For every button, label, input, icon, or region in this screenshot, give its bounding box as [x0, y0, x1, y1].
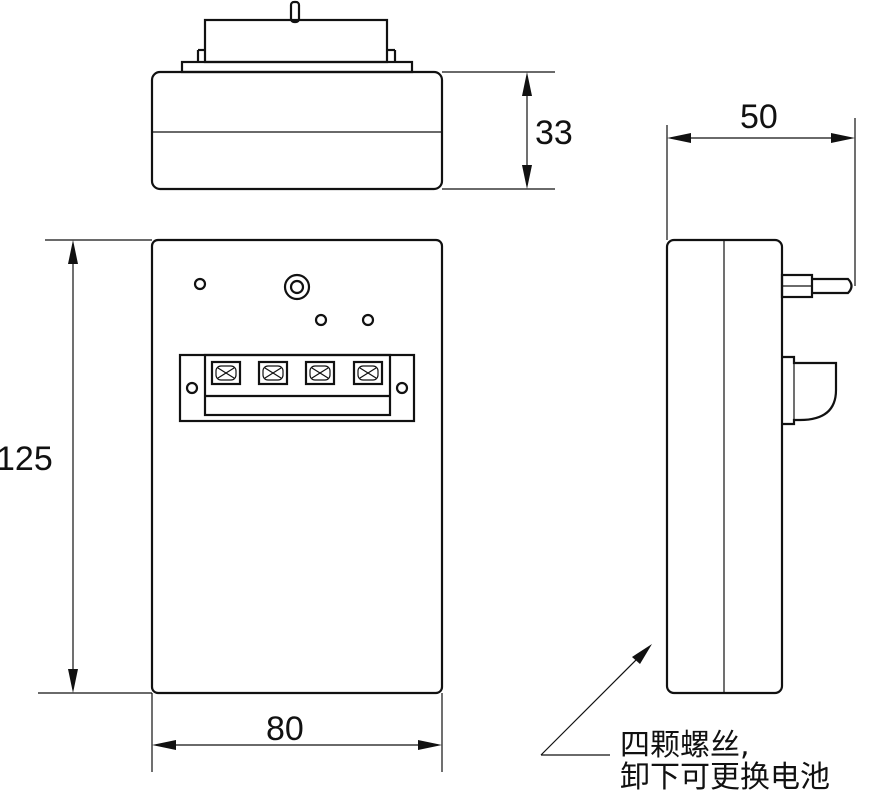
- screw-terminal-2: [257, 360, 289, 386]
- dim-top-height: 33: [442, 71, 573, 190]
- top-pin: [289, 0, 301, 24]
- top-knob: [203, 18, 389, 64]
- front-led-hole-3: [361, 313, 375, 327]
- front-knob-inner: [289, 279, 305, 295]
- note-leader: [540, 644, 652, 756]
- screw-terminal-4: [352, 360, 384, 386]
- note-line-1: 四颗螺丝,: [620, 728, 750, 763]
- dim-front-height-label: 125: [0, 440, 53, 478]
- front-view: [150, 238, 444, 695]
- dim-side-depth-label: 50: [740, 98, 778, 136]
- top-housing: [150, 70, 444, 191]
- terminal-mount-screw-right: [395, 381, 409, 395]
- top-view: [150, 0, 444, 191]
- front-housing: [150, 238, 444, 695]
- top-base-plate: [180, 60, 414, 74]
- dim-front-height: 125: [0, 239, 152, 694]
- terminal-mount-screw-left: [185, 381, 199, 395]
- front-led-hole-1: [193, 277, 207, 291]
- screw-terminal-3: [304, 360, 336, 386]
- terminal-block: [178, 353, 416, 423]
- screw-terminal-1: [210, 360, 242, 386]
- dim-top-height-label: 33: [535, 114, 573, 152]
- note-line-2: 卸下可更换电池: [620, 760, 830, 792]
- side-knob-profile: [782, 355, 838, 426]
- side-view: [665, 238, 853, 695]
- dim-front-width-label: 80: [266, 710, 304, 748]
- dim-front-width: 80: [151, 693, 443, 772]
- dim-side-depth: 50: [666, 98, 856, 286]
- front-led-hole-2: [314, 313, 328, 327]
- side-pin-tip: [812, 277, 853, 295]
- front-knob-outer: [283, 273, 311, 301]
